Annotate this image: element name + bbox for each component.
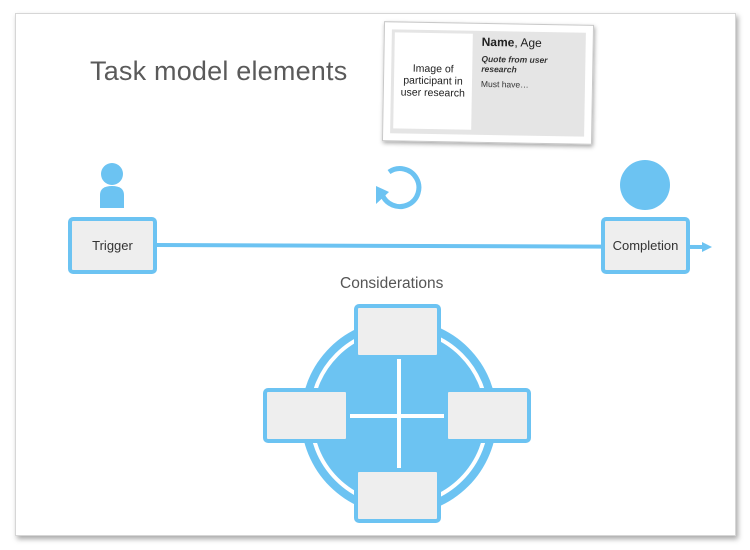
trigger-label: Trigger (92, 238, 133, 253)
consideration-box-top (354, 304, 441, 359)
completion-label: Completion (612, 238, 679, 253)
arrowhead-icon (702, 242, 712, 252)
consideration-box-bottom (354, 468, 441, 523)
page-title: Task model elements (90, 56, 348, 86)
consideration-box-left (263, 388, 350, 443)
considerations-title: Considerations (340, 275, 444, 292)
refresh-icon (376, 166, 422, 210)
trigger-box: Trigger (68, 217, 157, 274)
circle-icon (620, 160, 670, 210)
consideration-box-right (444, 388, 531, 443)
person-icon (100, 163, 124, 208)
completion-box: Completion (601, 217, 690, 274)
